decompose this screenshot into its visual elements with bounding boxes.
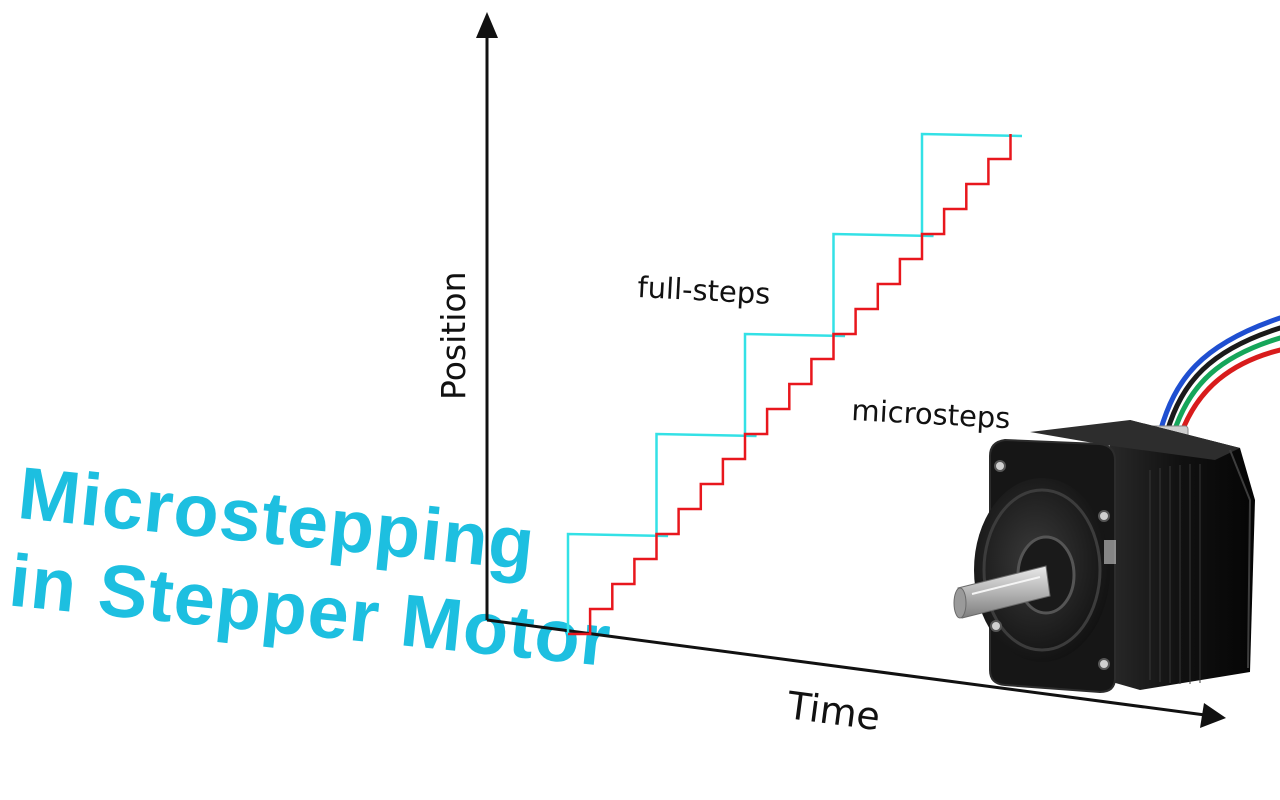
axes [476,12,1226,728]
x-axis-label: Time [784,683,883,739]
full-steps-label: full-steps [637,270,772,311]
microsteps-label: microsteps [851,393,1012,435]
motor-shaft [953,565,1051,619]
y-axis-arrow-icon [476,12,498,38]
x-axis [486,618,1206,717]
title: Microstepping in Stepper Motor [6,451,615,682]
y-axis-label: Position [434,272,473,401]
motor-wires [1157,315,1280,437]
x-axis-arrow-icon [1200,703,1226,728]
step-traces [566,132,1023,636]
microsteps-trace [568,134,1012,636]
stepper-motor-icon [953,315,1280,694]
